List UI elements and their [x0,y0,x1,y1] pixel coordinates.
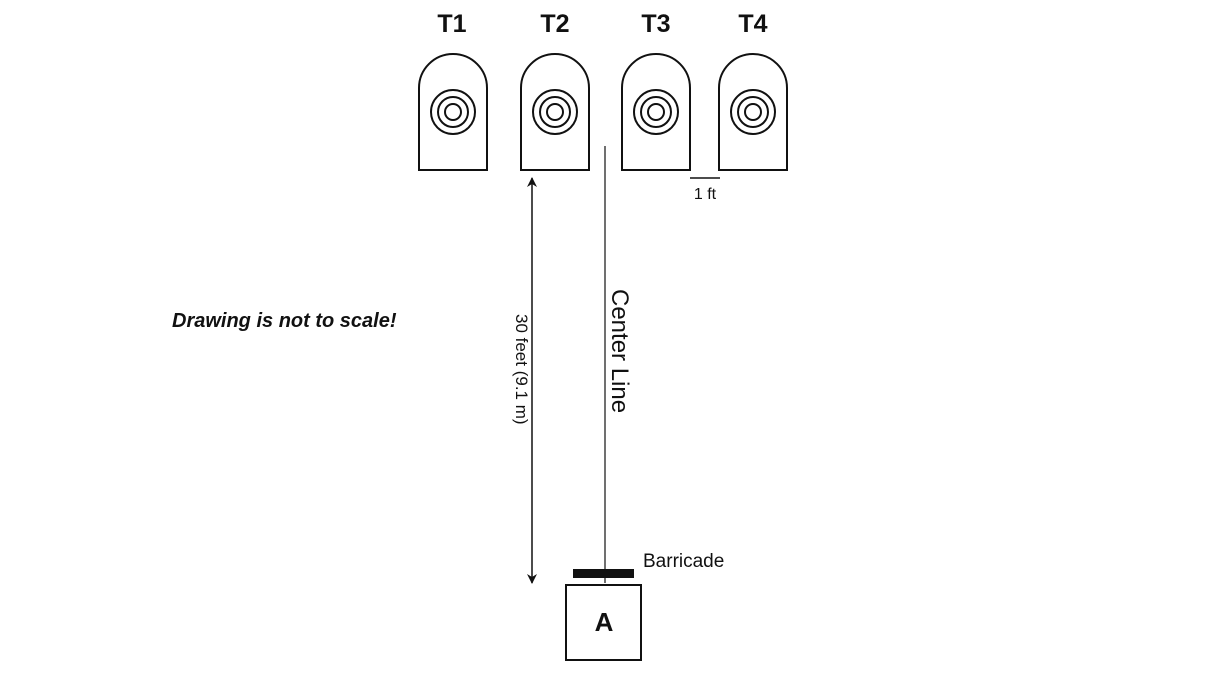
barricade [573,569,634,578]
shooting-position-label: A [595,607,614,637]
shooting-position [565,584,642,661]
target-t1 [418,53,488,171]
target-t2 [520,53,590,171]
bullseye-icon [430,89,476,135]
spacing-label: 1 ft [694,186,717,203]
target-label-t4: T4 [738,10,767,38]
center-line-label: Center Line [606,289,633,413]
bullseye-icon [730,89,776,135]
scale-note: Drawing is not to scale! [172,310,397,332]
bullseye-icon [532,89,578,135]
target-label-t3: T3 [641,10,670,38]
target-t3 [621,53,691,171]
bullseye-icon [633,89,679,135]
target-t4 [718,53,788,171]
target-label-t2: T2 [540,10,569,38]
distance-label: 30 feet (9.1 m) [512,314,531,425]
target-label-t1: T1 [437,10,466,38]
barricade-label: Barricade [643,551,724,572]
